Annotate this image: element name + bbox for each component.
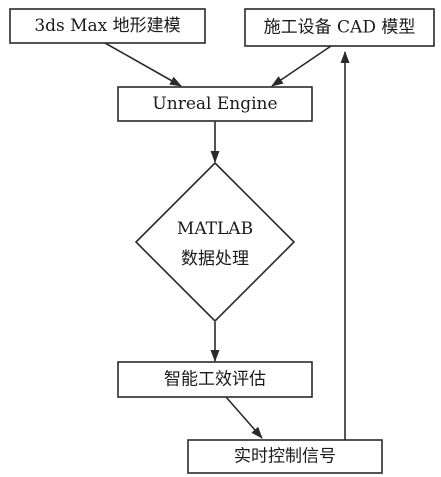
node-matlab-label-line1: MATLAB: [177, 219, 253, 239]
node-efficiency-eval-box: [117, 361, 313, 398]
node-unreal-engine-box: [117, 86, 313, 122]
node-control-signal-box: [187, 439, 383, 474]
node-terrain-model: 3ds Max 地形建模: [9, 8, 206, 44]
node-efficiency-eval-label: 智能工效评估: [164, 370, 266, 390]
node-equipment-cad-box: [244, 8, 435, 47]
node-equipment-cad-label: 施工设备 CAD 模型: [264, 18, 416, 38]
node-control-signal: 实时控制信号: [187, 439, 383, 474]
edges: [104, 42, 350, 440]
node-unreal-engine-label: Unreal Engine: [152, 94, 277, 114]
node-efficiency-eval: 智能工效评估: [117, 361, 313, 398]
node-control-signal-label: 实时控制信号: [234, 447, 336, 467]
edge-efficiency-to-control: [225, 396, 263, 439]
edge-terrain-to-unreal: [104, 42, 182, 87]
node-terrain-model-label: 3ds Max 地形建模: [34, 16, 180, 36]
node-matlab-label-line2: 数据处理: [181, 249, 249, 269]
node-equipment-cad: 施工设备 CAD 模型: [244, 8, 435, 47]
edge-cad-to-unreal: [271, 45, 332, 87]
node-unreal-engine: Unreal Engine: [117, 86, 313, 122]
node-matlab: MATLAB 数据处理: [134, 161, 296, 323]
node-matlab-diamond: [134, 161, 296, 323]
node-terrain-model-box: [9, 8, 206, 44]
